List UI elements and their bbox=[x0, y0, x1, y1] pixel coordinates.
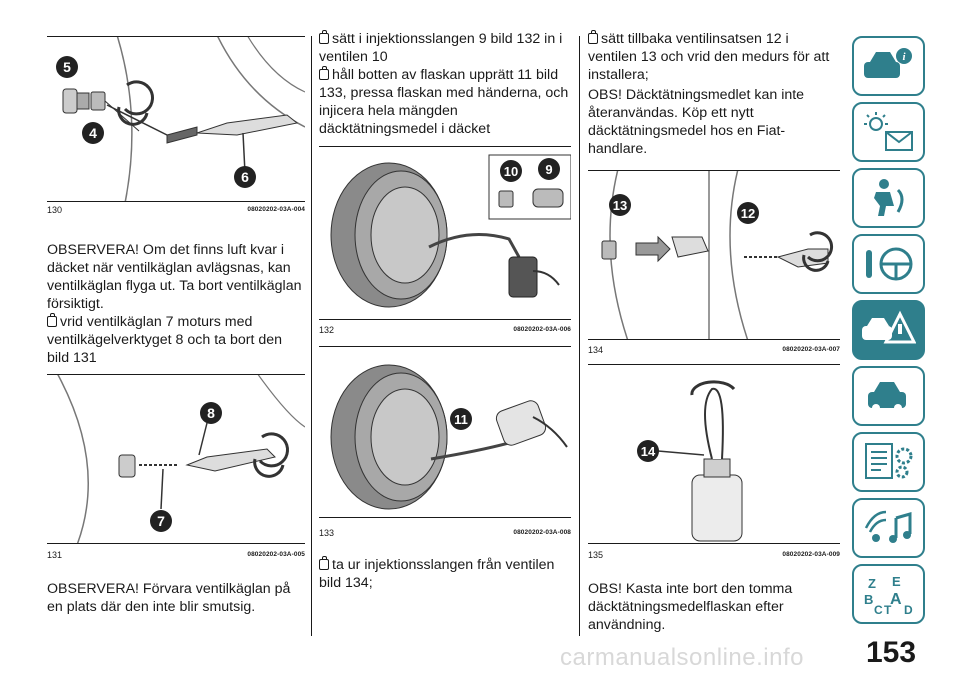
hand-bullet-icon bbox=[319, 66, 329, 80]
hand-bullet-icon bbox=[319, 30, 329, 44]
svg-text:14: 14 bbox=[641, 444, 656, 459]
callout-8 bbox=[200, 402, 222, 424]
figure-131: 8 7 bbox=[47, 374, 305, 544]
callout-6 bbox=[234, 166, 256, 188]
figure-132-illustration: 10 9 bbox=[330, 154, 571, 308]
tab-multimedia[interactable] bbox=[852, 498, 925, 558]
note-store-valve-core: OBSERVERA! Förvara ventilkäglan på en pl… bbox=[47, 581, 291, 615]
svg-text:A: A bbox=[890, 591, 902, 608]
svg-text:T: T bbox=[884, 603, 892, 614]
figure-133: 11 bbox=[319, 346, 571, 518]
callout-10 bbox=[500, 160, 522, 182]
step-remove-hose: ta ur injektionsslangen från ventilen bi… bbox=[319, 556, 555, 591]
step-remove-valve-core: vrid ventilkäglan 7 moturs med ventilkäg… bbox=[47, 313, 283, 366]
emergency-icon bbox=[862, 310, 916, 344]
callout-9 bbox=[538, 158, 560, 180]
svg-text:B: B bbox=[864, 592, 873, 607]
svg-text:i: i bbox=[902, 51, 906, 63]
callout-14 bbox=[637, 440, 659, 462]
figure-135: 14 bbox=[588, 364, 840, 544]
callout-7 bbox=[150, 510, 172, 532]
page-number: 153 bbox=[865, 636, 917, 669]
tab-maintenance[interactable] bbox=[852, 366, 925, 426]
tab-warning-lights[interactable] bbox=[852, 102, 925, 162]
tab-technical-data[interactable] bbox=[852, 432, 925, 492]
svg-text:C: C bbox=[874, 603, 883, 614]
svg-text:8: 8 bbox=[207, 405, 215, 421]
figure-130-caption: 130 08020202-03A-004 bbox=[47, 205, 305, 215]
svg-text:4: 4 bbox=[89, 125, 97, 141]
figure-131-caption: 131 08020202-03A-005 bbox=[47, 550, 305, 560]
figure-135-illustration: 14 bbox=[637, 380, 743, 542]
figure-130: 5 4 6 bbox=[47, 36, 305, 202]
figure-131-illustration: 8 7 bbox=[57, 375, 305, 543]
column-divider-1 bbox=[311, 36, 312, 636]
hand-bullet-icon bbox=[47, 313, 57, 327]
svg-text:12: 12 bbox=[741, 206, 755, 221]
figure-134-caption: 134 08020202-03A-007 bbox=[588, 345, 840, 355]
safety-icon bbox=[874, 179, 904, 216]
svg-text:E: E bbox=[892, 574, 901, 589]
note-not-reusable: OBS! Däcktätningsmedlet kan inte återanv… bbox=[588, 87, 805, 157]
svg-text:11: 11 bbox=[454, 412, 468, 427]
tab-index[interactable]: Z E B A C T D bbox=[852, 564, 925, 624]
figure-133-illustration: 11 bbox=[330, 364, 568, 510]
col3-text-block-2: OBS! Kasta inte bort den tomma däcktätni… bbox=[588, 580, 840, 634]
figure-132: 10 9 bbox=[319, 146, 571, 320]
tab-emergency[interactable] bbox=[852, 300, 925, 360]
col2-text-block-1: sätt i injektionsslangen 9 bild 132 in i… bbox=[319, 30, 571, 138]
figure-132-caption: 132 08020202-03A-006 bbox=[319, 325, 571, 335]
svg-text:D: D bbox=[904, 603, 913, 614]
figure-130-illustration: 5 4 6 bbox=[56, 37, 305, 201]
driving-icon bbox=[866, 247, 913, 281]
tab-driving[interactable] bbox=[852, 234, 925, 294]
hand-bullet-icon bbox=[588, 30, 598, 44]
col1-text-block-2: OBSERVERA! Förvara ventilkäglan på en pl… bbox=[47, 580, 305, 616]
figure-135-caption: 135 08020202-03A-009 bbox=[588, 550, 840, 560]
note-keep-bottle: OBS! Kasta inte bort den tomma däcktätni… bbox=[588, 581, 793, 633]
callout-4 bbox=[82, 122, 104, 144]
col1-text-block-1: OBSERVERA! Om det finns luft kvar i däck… bbox=[47, 241, 305, 367]
step-inject-sealant: håll botten av flaskan upprätt 11 bild 1… bbox=[319, 66, 569, 137]
figure-133-caption: 133 08020202-03A-008 bbox=[319, 528, 571, 538]
callout-5 bbox=[56, 56, 78, 78]
figure-134-illustration: 13 12 bbox=[601, 171, 834, 339]
svg-text:6: 6 bbox=[241, 169, 249, 185]
svg-text:7: 7 bbox=[157, 513, 165, 529]
hand-bullet-icon bbox=[319, 556, 329, 570]
svg-text:Z: Z bbox=[868, 576, 876, 591]
svg-text:10: 10 bbox=[504, 164, 518, 179]
warning-lights-icon bbox=[864, 112, 913, 151]
col3-text-block-1: sätt tillbaka ventilinsatsen 12 i ventil… bbox=[588, 30, 840, 158]
step-insert-hose: sätt i injektionsslangen 9 bild 132 in i… bbox=[319, 30, 563, 65]
step-reinstall-valve-core: sätt tillbaka ventilinsatsen 12 i ventil… bbox=[588, 30, 830, 83]
callout-11 bbox=[450, 408, 472, 430]
tab-safety[interactable] bbox=[852, 168, 925, 228]
col2-text-block-2: ta ur injektionsslangen från ventilen bi… bbox=[319, 556, 571, 592]
callout-13 bbox=[609, 194, 631, 216]
callout-12 bbox=[737, 202, 759, 224]
index-icon: Z E B A C T D bbox=[864, 574, 913, 614]
figure-134: 13 12 bbox=[588, 170, 840, 340]
car-info-icon: i bbox=[864, 48, 912, 78]
tab-car-info[interactable]: i bbox=[852, 36, 925, 96]
technical-data-icon bbox=[865, 443, 913, 479]
column-divider-2 bbox=[579, 36, 580, 636]
note-air-warning: OBSERVERA! Om det finns luft kvar i däck… bbox=[47, 242, 302, 312]
svg-text:13: 13 bbox=[613, 198, 627, 213]
maintenance-icon bbox=[868, 382, 906, 412]
multimedia-icon bbox=[864, 510, 912, 543]
svg-text:9: 9 bbox=[545, 162, 552, 177]
svg-text:5: 5 bbox=[63, 59, 71, 75]
watermark: carmanualsonline.info bbox=[560, 644, 804, 671]
